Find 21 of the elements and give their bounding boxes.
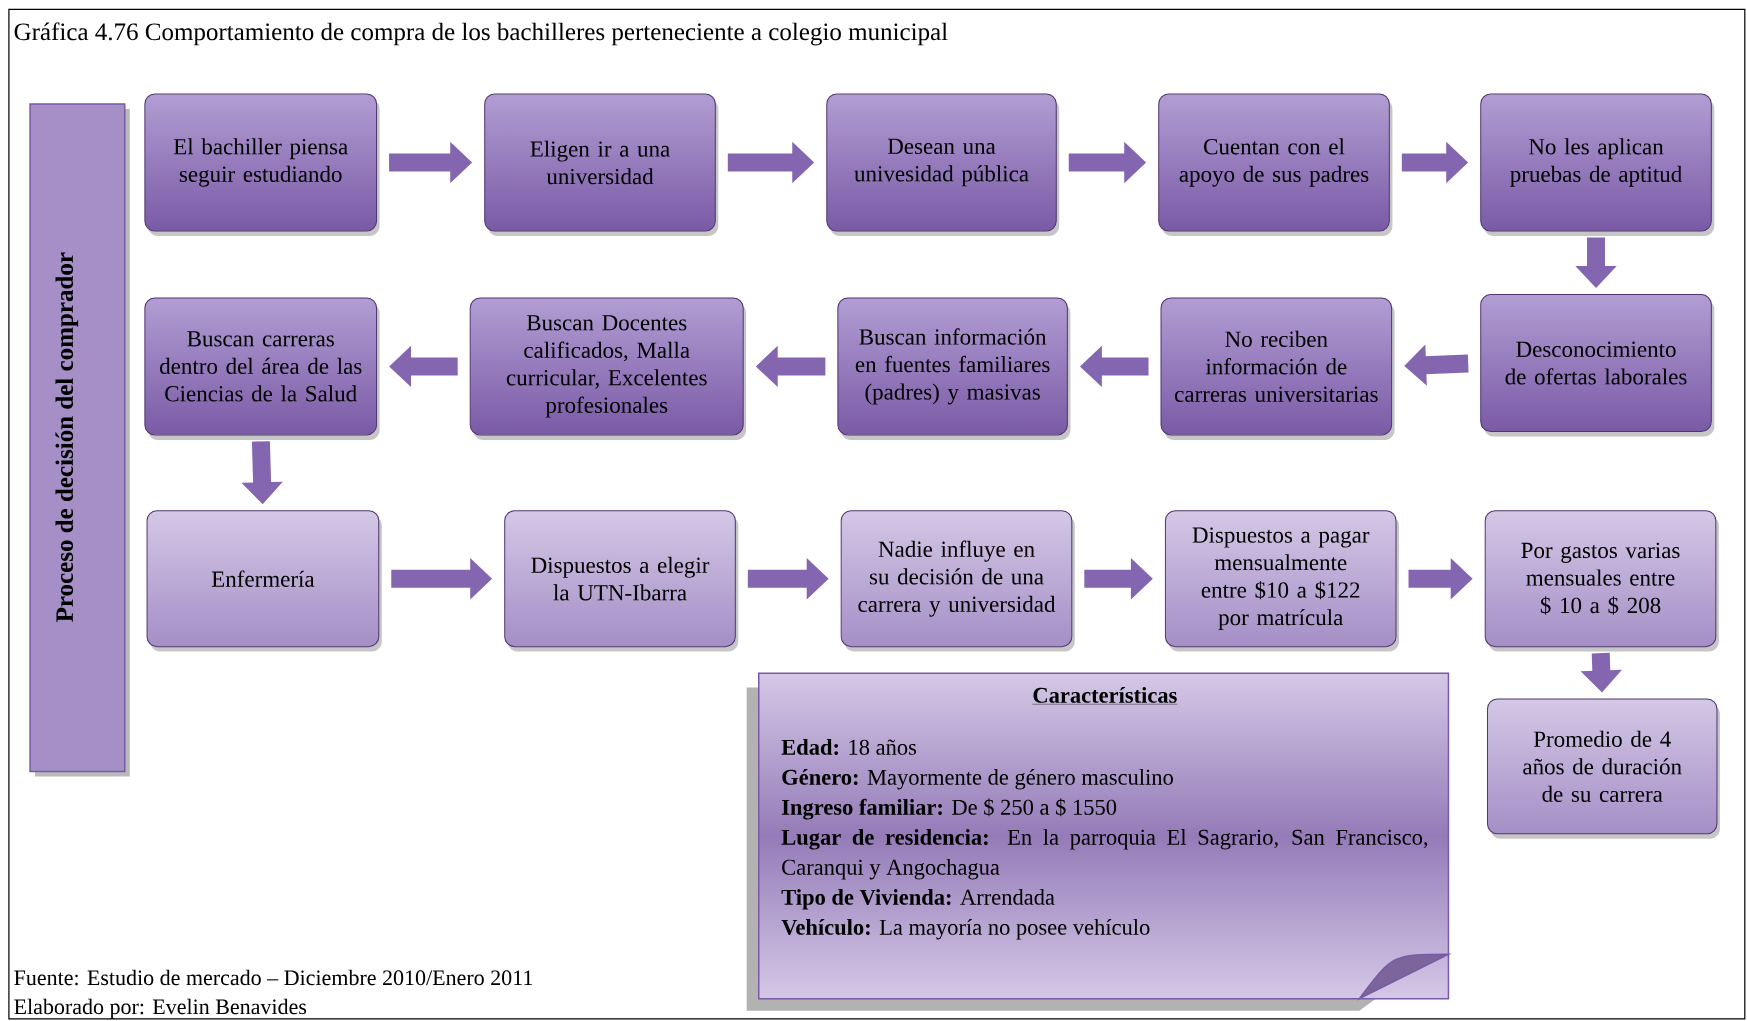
process-box: Buscan Docentes calificados, Malla curricular, Excelentes profesionales <box>469 297 747 440</box>
process-box: Buscan información en fuentes familiares (padres) y masivas <box>837 297 1071 440</box>
process-box: Enfermería <box>146 510 382 652</box>
process-box: Eligen ir a una universidad <box>484 93 719 237</box>
process-box: No les aplican pruebas de aptitud <box>1480 93 1715 237</box>
process-box: El bachiller piensa seguir estudiando <box>144 93 380 237</box>
source-note: Fuente: Estudio de mercado – Diciembre 2010/Enero 2011 <box>14 969 533 986</box>
process-box: Buscan carreras dentro del área de las Ciencias de la Salud <box>144 297 380 440</box>
process-box: No reciben información de carreras universitarias <box>1160 297 1395 440</box>
process-box: Nadie influye en su decisión de una carrera y universidad <box>840 510 1075 652</box>
process-box: Cuentan con el apoyo de sus padres <box>1158 93 1393 237</box>
figure-title: Gráfica 4.76 Comportamiento de compra de los bachilleres perteneciente a colegio municipal <box>14 22 948 46</box>
process-box: Por gastos varias mensuales entre $ 10 a $ 208 <box>1484 510 1719 652</box>
source-note: Elaborado por: Evelin Benavides <box>14 998 307 1019</box>
process-box: Promedio de 4 años de duración de su carrera <box>1486 698 1720 839</box>
process-box: Dispuestos a pagar mensualmente entre $10 a $122 por matrícula <box>1164 510 1399 652</box>
process-box: Desconocimiento de ofertas laborales <box>1480 294 1715 437</box>
note-card: Características Edad: 18 años Género: Mayormente de género masculino Ingreso familiar: De $ 250 a $ 1550 Lugar de residencia: En la parroquia El Sagrario, San Francisco, Caranqui y Angochagua Tipo de Vivienda: Arrendada Vehículo: La mayoría no posee vehículo <box>746 672 1450 1011</box>
process-box: Dispuestos a elegir la UTN-Ibarra <box>504 510 739 652</box>
side-band: Proceso de decisión del comprador <box>29 103 130 777</box>
process-box: Desean una univesidad pública <box>826 93 1060 237</box>
